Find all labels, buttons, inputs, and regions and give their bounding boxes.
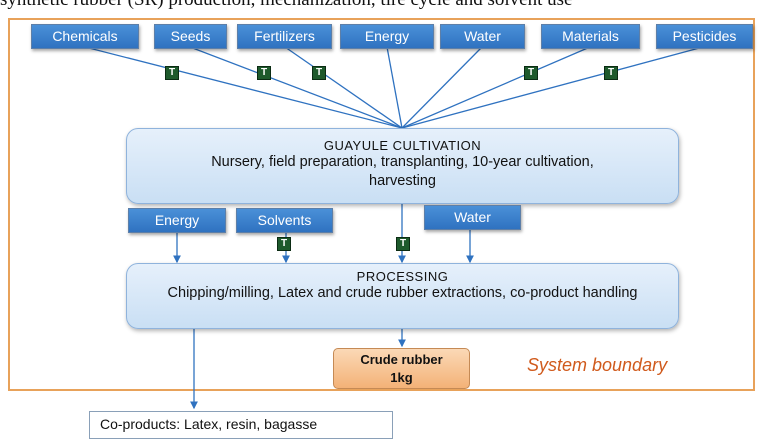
processing-input-water: Water — [424, 205, 521, 230]
cultivation-title: GUAYULE CULTIVATION — [323, 138, 482, 153]
input-materials: Materials — [541, 24, 640, 49]
input-energy: Energy — [340, 24, 434, 49]
transport-badge: T — [312, 66, 326, 80]
transport-badge: T — [277, 237, 291, 251]
coproducts-box: Co-products: Latex, resin, bagasse — [89, 411, 393, 439]
system-boundary-frame — [8, 18, 755, 391]
system-boundary-label: System boundary — [527, 355, 668, 375]
processing-input-energy: Energy — [128, 208, 226, 233]
transport-badge: T — [165, 66, 179, 80]
transport-badge: T — [604, 66, 618, 80]
input-pesticides: Pesticides — [656, 24, 753, 49]
processing-input-solvents: Solvents — [236, 208, 333, 233]
crude-rubber-output: Crude rubber 1kg — [333, 348, 470, 389]
transport-badge: T — [396, 237, 410, 251]
header-text-cropped: synthetic rubber (SR) production, mechan… — [0, 0, 759, 11]
transport-badge: T — [524, 66, 538, 80]
cultivation-stage: GUAYULE CULTIVATION Nursery, field prepa… — [126, 128, 679, 204]
processing-stage: PROCESSING Chipping/milling, Latex and c… — [126, 263, 679, 329]
cultivation-description: Nursery, field preparation, transplantin… — [211, 154, 594, 189]
input-chemicals: Chemicals — [31, 24, 139, 49]
transport-badge: T — [257, 66, 271, 80]
output-line-1: Crude rubber — [360, 352, 443, 367]
output-line-2: 1kg — [390, 370, 413, 385]
input-fertilizers: Fertilizers — [237, 24, 332, 49]
processing-title: PROCESSING — [356, 269, 449, 284]
input-seeds: Seeds — [154, 24, 227, 49]
processing-description: Chipping/milling, Latex and crude rubber… — [167, 285, 638, 301]
input-water: Water — [440, 24, 525, 49]
